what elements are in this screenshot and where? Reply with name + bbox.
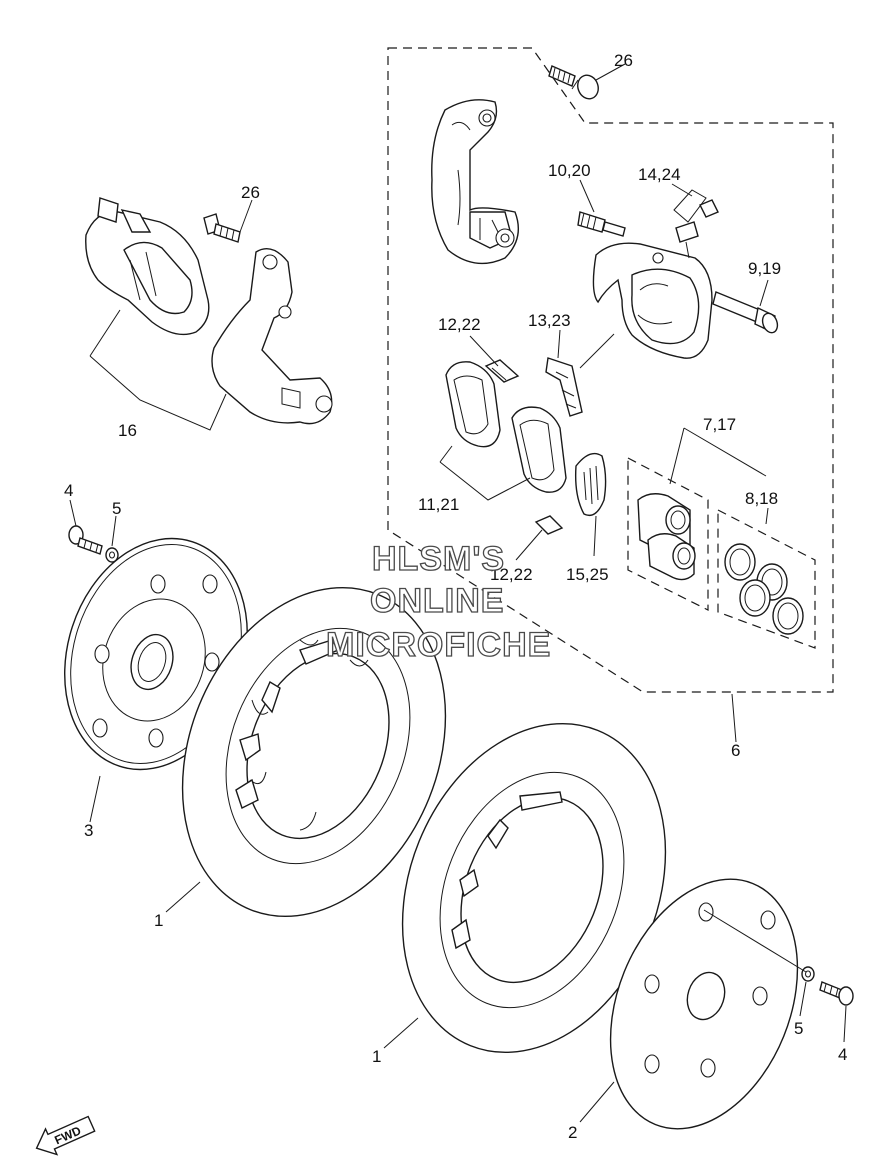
pad-spring: [545, 357, 583, 417]
watermark-line-3: MICROFICHE: [326, 626, 551, 664]
callout-labels: 26 26 10,20 14,24 9,19 12,22 13,23 16 11…: [64, 51, 847, 1142]
caliper-body: [592, 221, 713, 359]
fwd-arrow-icon: FWD: [35, 1115, 96, 1156]
watermark-line-1: HLSM'S: [372, 540, 505, 578]
callout-11-21: 11,21: [418, 495, 459, 514]
washer-5-left: [105, 547, 119, 563]
pad-shim: [574, 452, 607, 517]
piston-group: [627, 457, 709, 611]
bolt-26-left: [203, 213, 241, 243]
callout-26-left: 26: [241, 183, 260, 202]
callout-13-23: 13,23: [528, 311, 571, 330]
callout-5-left: 5: [112, 499, 121, 518]
callout-9-19: 9,19: [748, 259, 781, 278]
watermark: HLSM'S ONLINE MICROFICHE: [325, 539, 551, 664]
washer-5-right: [801, 966, 815, 982]
bolt-4-left: [68, 525, 103, 555]
callout-14-24: 14,24: [638, 165, 681, 184]
leader-lines: [69, 63, 847, 1123]
callout-4-left: 4: [64, 481, 73, 500]
callout-12-22-upper: 12,22: [438, 315, 481, 334]
brake-pad-front: [445, 361, 501, 448]
callout-1-upper: 1: [154, 911, 163, 930]
disc-hub-right: [609, 878, 799, 1130]
caliper-assembly-boundary: [387, 47, 834, 693]
pad-support-clip-lower: [534, 515, 564, 535]
caliper-pin-bolt: [712, 291, 779, 334]
callout-10-20: 10,20: [548, 161, 591, 180]
callout-2: 2: [568, 1123, 577, 1142]
bolt-4-right: [819, 981, 854, 1006]
bleed-screw: [577, 211, 626, 237]
brake-disc-upper: [181, 586, 447, 918]
brake-disc-lower: [401, 722, 667, 1054]
callout-8-18: 8,18: [745, 489, 778, 508]
callout-16: 16: [118, 421, 137, 440]
caliper-assembly-16: [85, 197, 333, 425]
callout-12-22-lower: 12,22: [490, 565, 533, 584]
callout-1-lower: 1: [372, 1047, 381, 1066]
callout-26-upper: 26: [614, 51, 633, 70]
bolt-26-upper: [548, 65, 599, 100]
pad-support-clip: [484, 359, 520, 383]
callout-5-right: 5: [794, 1019, 803, 1038]
callout-4-right: 4: [838, 1045, 847, 1064]
callout-3: 3: [84, 821, 93, 840]
callout-7-17: 7,17: [703, 415, 736, 434]
brake-pad-rear: [511, 406, 567, 493]
callout-6: 6: [731, 741, 740, 760]
caliper-bracket: [431, 99, 519, 265]
callout-15-25: 15,25: [566, 565, 609, 584]
piston-seal-group: [717, 509, 816, 649]
bleeder-cap: [673, 189, 719, 223]
watermark-line-2: ONLINE: [370, 582, 504, 620]
